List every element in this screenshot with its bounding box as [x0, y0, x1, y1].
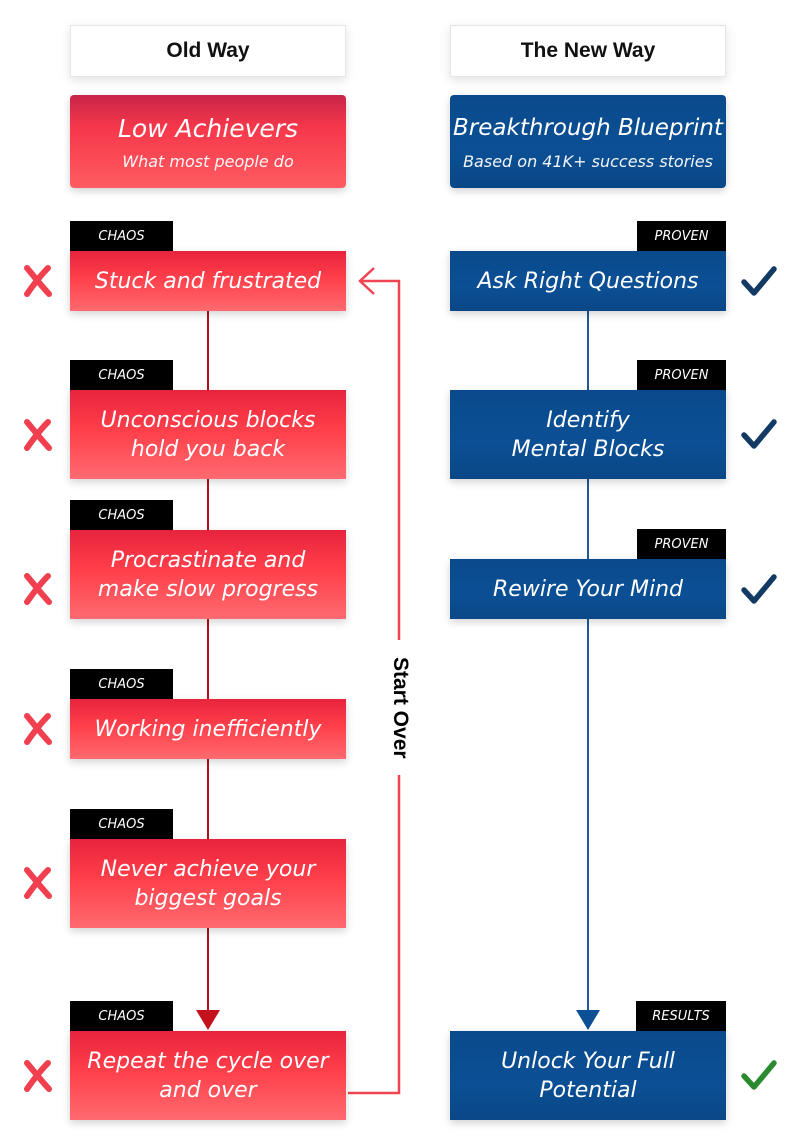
old-step-box: Never achieve your biggest goals: [70, 839, 346, 928]
proven-tag: PROVEN: [637, 360, 726, 390]
old-step-line: Repeat the cycle over: [87, 1048, 329, 1074]
chaos-tag: CHAOS: [70, 360, 173, 390]
proven-tag: PROVEN: [637, 529, 726, 559]
new-step-box: Rewire Your Mind: [450, 559, 726, 619]
old-step-line: Procrastinate and: [110, 547, 306, 573]
new-step-line: Unlock Your Full: [501, 1048, 675, 1074]
check-mark-icon: [739, 570, 779, 610]
old-step-box: Unconscious blocks hold you back: [70, 390, 346, 479]
old-step-box: Repeat the cycle over and over: [70, 1031, 346, 1120]
old-way-title: Low Achievers: [117, 113, 299, 143]
old-way-arrowhead: [196, 1010, 220, 1030]
check-mark-icon: [739, 1056, 779, 1096]
new-way-header: The New Way: [450, 25, 726, 77]
new-step-line: Ask Right Questions: [477, 268, 699, 294]
new-step-box: Ask Right Questions: [450, 251, 726, 311]
cross-mark-icon: [18, 261, 58, 301]
start-over-arrowhead: [358, 267, 375, 295]
old-step-line: Unconscious blocks: [100, 407, 316, 433]
old-step-box: Stuck and frustrated: [70, 251, 346, 311]
cross-mark-icon: [18, 415, 58, 455]
old-step-line: make slow progress: [97, 576, 319, 602]
new-step-line: Mental Blocks: [511, 436, 665, 462]
chaos-tag: CHAOS: [70, 809, 173, 839]
cross-mark-icon: [18, 569, 58, 609]
new-step-line: Potential: [539, 1077, 637, 1103]
results-tag: RESULTS: [636, 1001, 726, 1031]
old-step-box: Working inefficiently: [70, 699, 346, 759]
old-step-line: and over: [159, 1077, 257, 1103]
new-way-title-box: Breakthrough Blueprint Based on 41K+ suc…: [450, 95, 726, 188]
old-step-line: hold you back: [130, 436, 286, 462]
old-way-subtitle: What most people do: [122, 151, 294, 171]
new-way-title: Breakthrough Blueprint: [453, 114, 723, 141]
old-way-title-box: Low Achievers What most people do: [70, 95, 346, 188]
old-step-line: Stuck and frustrated: [94, 268, 322, 294]
new-step-box: Identify Mental Blocks: [450, 390, 726, 479]
new-way-subtitle: Based on 41K+ success stories: [463, 151, 713, 171]
old-step-line: Never achieve your: [100, 856, 316, 882]
old-way-header: Old Way: [70, 25, 346, 77]
chaos-tag: CHAOS: [70, 221, 173, 251]
cross-mark-icon: [18, 1056, 58, 1096]
cross-mark-icon: [18, 709, 58, 749]
old-step-box: Procrastinate and make slow progress: [70, 530, 346, 619]
new-step-line: Rewire Your Mind: [493, 576, 683, 602]
cross-mark-icon: [18, 863, 58, 903]
chaos-tag: CHAOS: [70, 669, 173, 699]
start-over-label: Start Over: [386, 640, 414, 775]
check-mark-icon: [739, 262, 779, 302]
old-step-line: Working inefficiently: [94, 716, 322, 742]
check-mark-icon: [739, 415, 779, 455]
chaos-tag: CHAOS: [70, 1001, 173, 1031]
new-way-arrowhead: [576, 1010, 600, 1030]
chaos-tag: CHAOS: [70, 500, 173, 530]
old-step-line: biggest goals: [134, 885, 282, 911]
proven-tag: PROVEN: [637, 221, 726, 251]
new-step-line: Identify: [546, 407, 630, 433]
new-step-box: Unlock Your Full Potential: [450, 1031, 726, 1120]
